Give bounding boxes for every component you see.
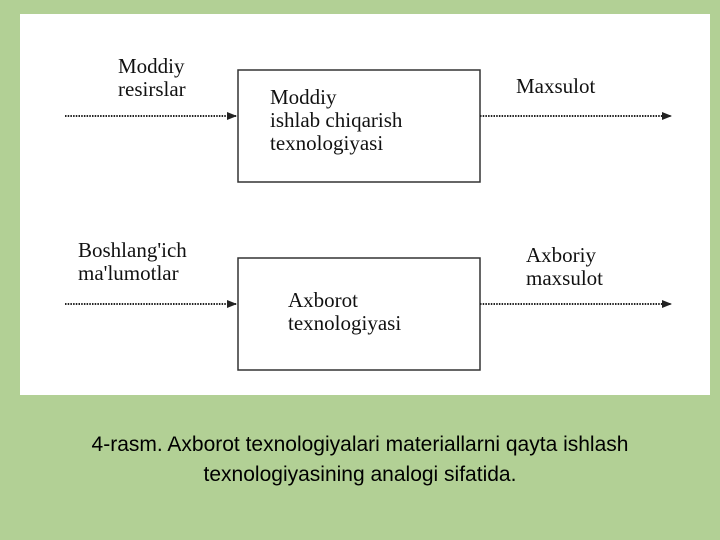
figure-caption: 4-rasm. Axborot texnologiyalari material… [91, 433, 629, 486]
bottom-output-label: Axboriy maxsulot [526, 243, 603, 290]
diagram-panel: Moddiy resirslar Moddiy ishlab chiqarish… [20, 14, 710, 395]
bottom-process-box [237, 257, 481, 371]
bottom-input-label: Boshlang'ich ma'lumotlar [78, 238, 187, 285]
top-process-label: Moddiy ishlab chiqarish texnologiyasi [270, 85, 403, 155]
diagram-canvas [65, 69, 672, 371]
bottom-process-label: Axborot texnologiyasi [288, 288, 402, 335]
top-input-label: Moddiy resirslar [118, 54, 186, 101]
top-process-box [237, 69, 481, 183]
top-output-label: Maxsulot [516, 74, 596, 98]
